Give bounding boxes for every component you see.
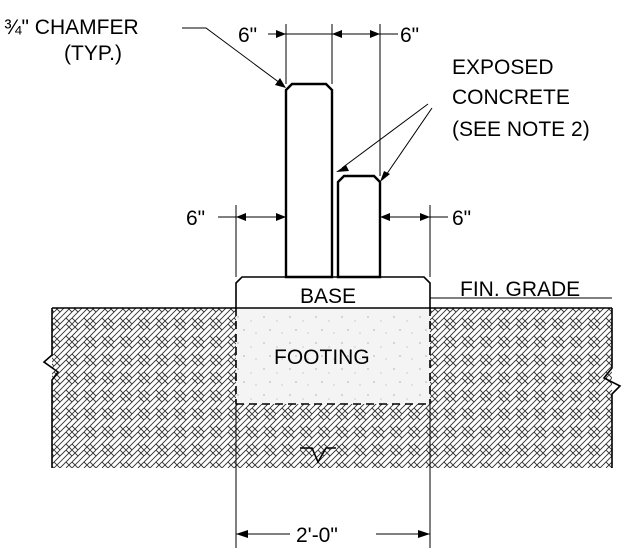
side-dimensions [218, 205, 448, 277]
top-dimensions [268, 24, 398, 176]
footing [235, 308, 431, 405]
fin-grade-label: FIN. GRADE [460, 278, 580, 301]
top-dim-right-label: 6" [400, 24, 419, 47]
side-dim-right-label: 6" [452, 207, 471, 230]
exposed-label-line2: CONCRETE [452, 86, 570, 109]
exposed-label-line1: EXPOSED [452, 56, 554, 79]
side-dim-left-label: 6" [186, 207, 205, 230]
chamfer-label-line2: (TYP.) [64, 42, 122, 65]
width-dimension [235, 404, 431, 548]
leaders [182, 27, 612, 299]
footing-label: FOOTING [274, 346, 370, 369]
base-slab [235, 276, 431, 309]
short-post [336, 174, 382, 279]
top-dim-left-label: 6" [238, 24, 257, 47]
chamfer-label-line1: ¾" CHAMFER [4, 16, 139, 39]
base-label: BASE [300, 285, 356, 308]
tall-post [284, 82, 334, 279]
width-dim-label: 2'-0" [296, 524, 338, 547]
exposed-label-line3: (SEE NOTE 2) [452, 118, 590, 141]
